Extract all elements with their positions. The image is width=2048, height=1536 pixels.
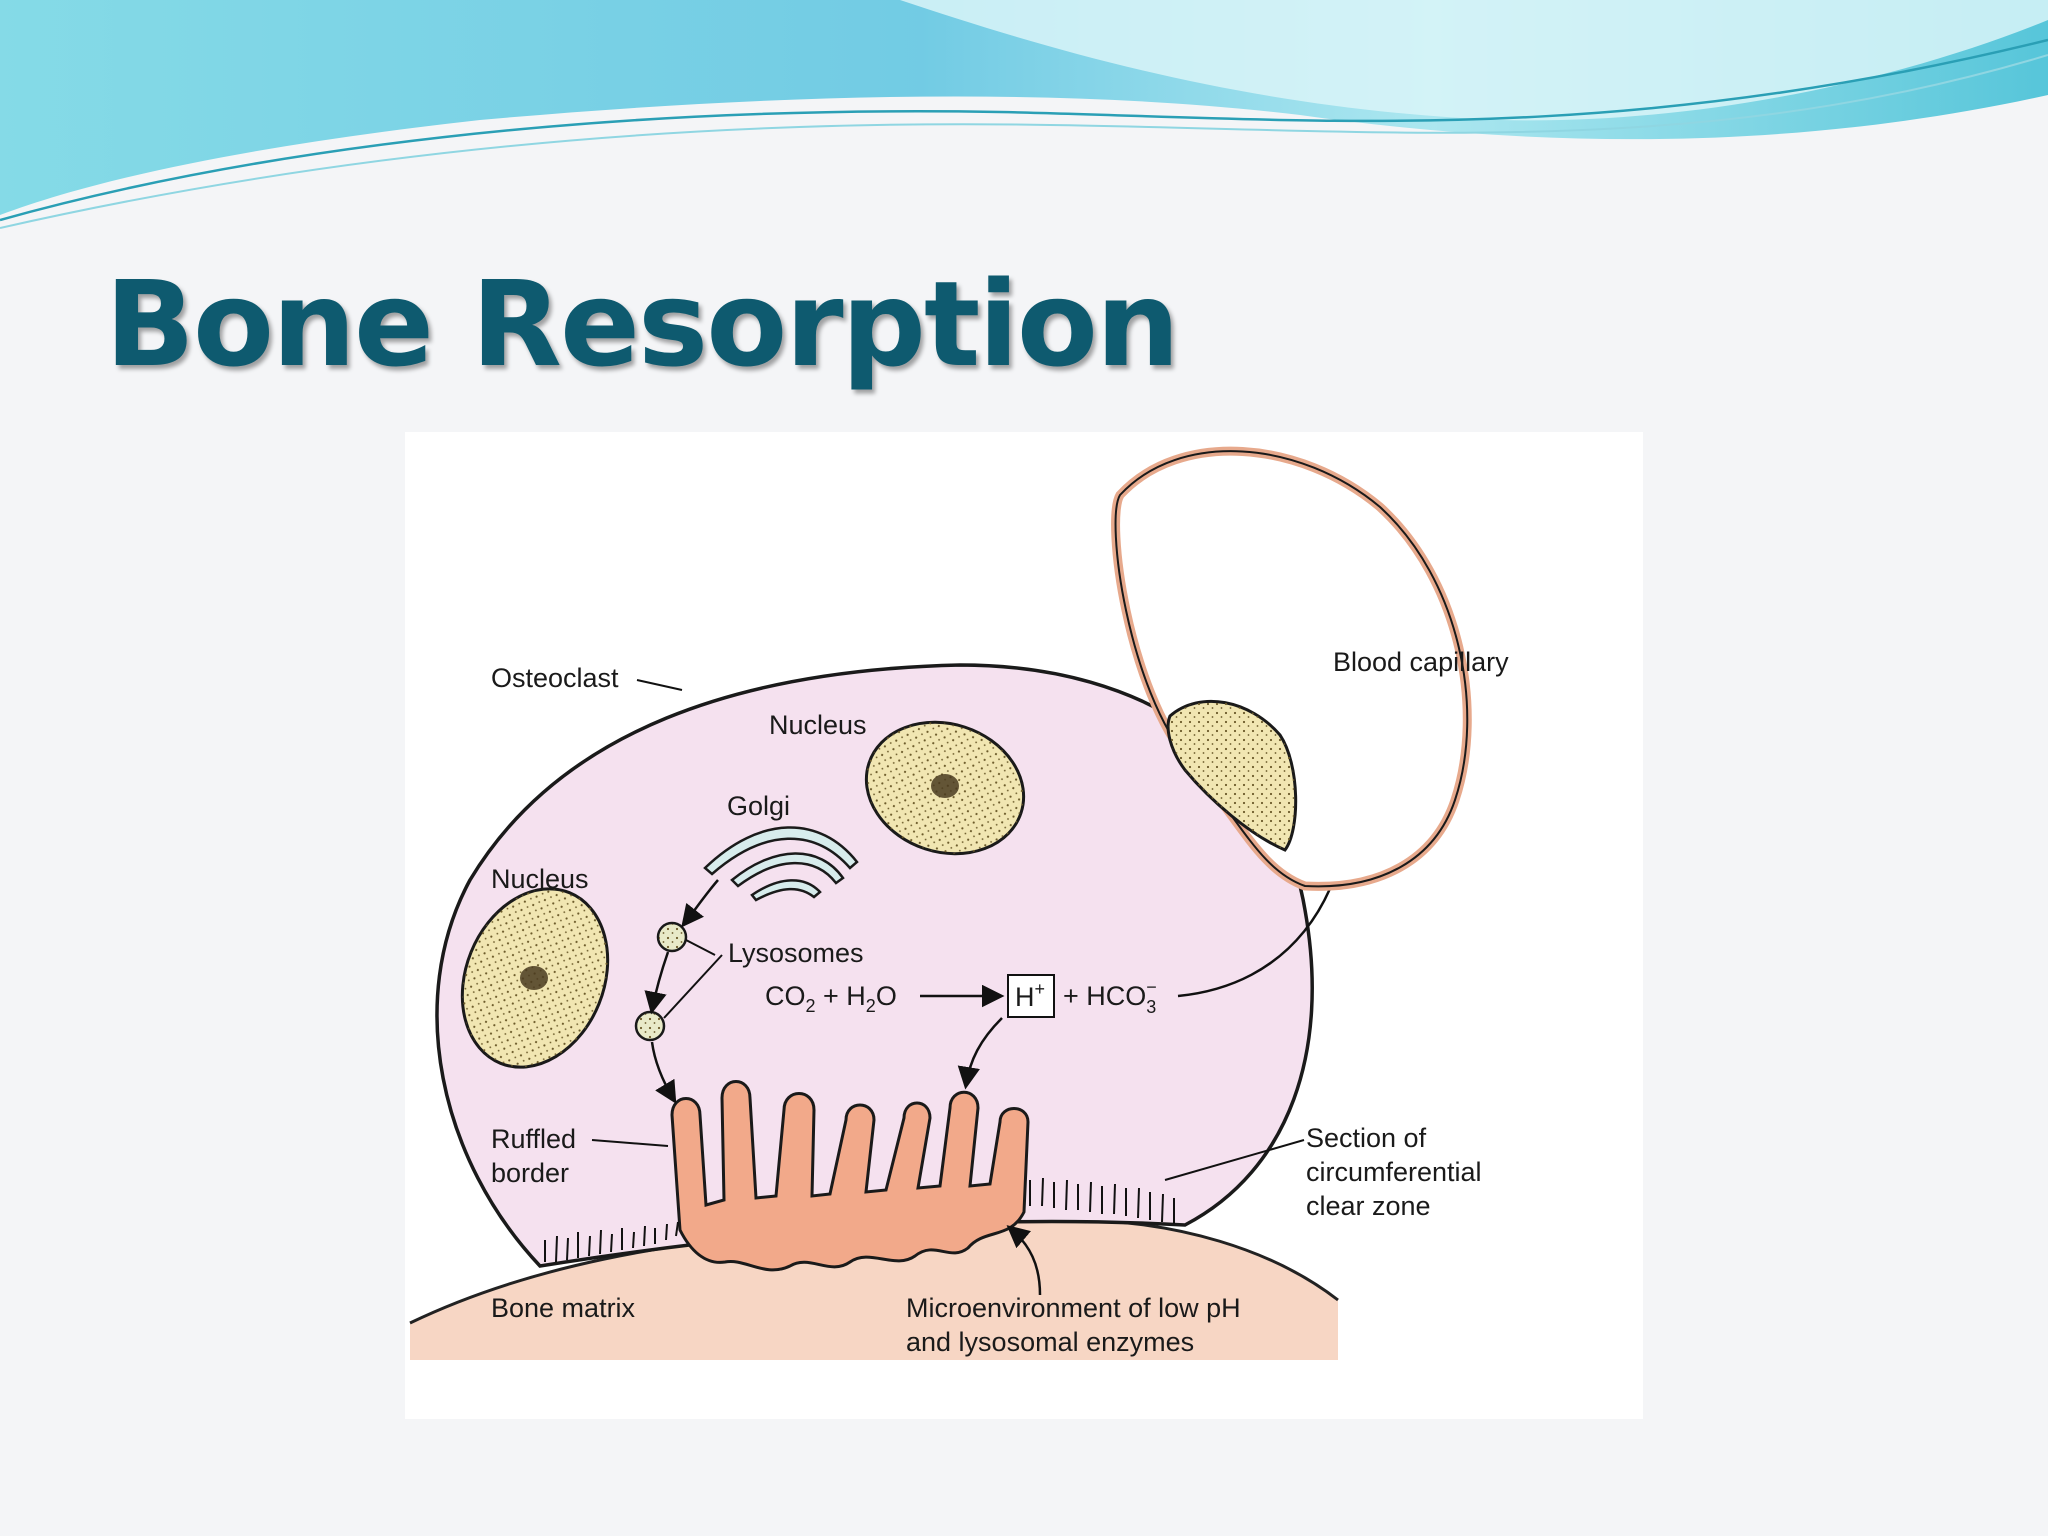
nucleolus-left	[520, 966, 548, 990]
label-osteoclast: Osteoclast	[491, 663, 619, 693]
label-microenvironment-line2: and lysosomal enzymes	[906, 1327, 1194, 1357]
h-ion-box	[1007, 974, 1055, 1018]
golgi-apparatus	[703, 826, 859, 902]
label-clear-zone-line2: circumferential	[1306, 1157, 1482, 1187]
header-wave-banner	[0, 0, 2048, 229]
label-nucleus-left: Nucleus	[491, 864, 589, 894]
arrow-lysosome-to-lysosome	[644, 951, 670, 1015]
clear-zone-fibers-left	[544, 1221, 679, 1263]
diagram-panel: Osteoclast Nucleus Golgi Nucleus Lysosom…	[405, 432, 1643, 1419]
leader-clear-zone	[1164, 1139, 1305, 1181]
arrow-microenvironment	[1006, 1225, 1042, 1296]
bone-resorption-diagram: Osteoclast Nucleus Golgi Nucleus Lysosom…	[409, 446, 1509, 1360]
leader-lysosomes-lower	[663, 954, 723, 1019]
label-bone-matrix: Bone matrix	[491, 1293, 636, 1323]
leader-ruffled-border	[591, 1139, 669, 1147]
arrow-golgi-to-lysosome	[681, 879, 719, 928]
clear-zone-fibers-right	[1029, 1177, 1175, 1224]
arrow-lysosome-to-ruffled-border	[650, 1041, 677, 1104]
leader-lysosomes-upper	[685, 939, 716, 956]
label-ruffled-border-line2: border	[491, 1158, 569, 1188]
slide-title: Bone Resorption	[105, 255, 1180, 393]
leader-osteoclast	[636, 679, 683, 691]
label-microenvironment-line1: Microenvironment of low pH	[906, 1293, 1241, 1323]
label-blood-capillary: Blood capillary	[1333, 647, 1509, 677]
label-lysosomes: Lysosomes	[728, 938, 864, 968]
arrow-h-to-ruffled-border	[957, 1017, 1003, 1090]
label-clear-zone-line1: Section of	[1306, 1123, 1427, 1153]
ruffled-border-shape	[670, 1080, 1030, 1272]
bone-matrix-shape	[410, 1219, 1338, 1360]
nucleolus-top	[931, 774, 959, 798]
equation-co2-h2o: CO2 + H2O	[765, 981, 897, 1016]
label-golgi: Golgi	[727, 791, 790, 821]
label-clear-zone-line3: clear zone	[1306, 1191, 1431, 1221]
equation-hco3: + HCO3−	[1063, 977, 1157, 1017]
label-nucleus-top: Nucleus	[769, 710, 867, 740]
equation-h-ion: H+	[1015, 979, 1045, 1012]
label-ruffled-border-line1: Ruffled	[491, 1124, 576, 1154]
